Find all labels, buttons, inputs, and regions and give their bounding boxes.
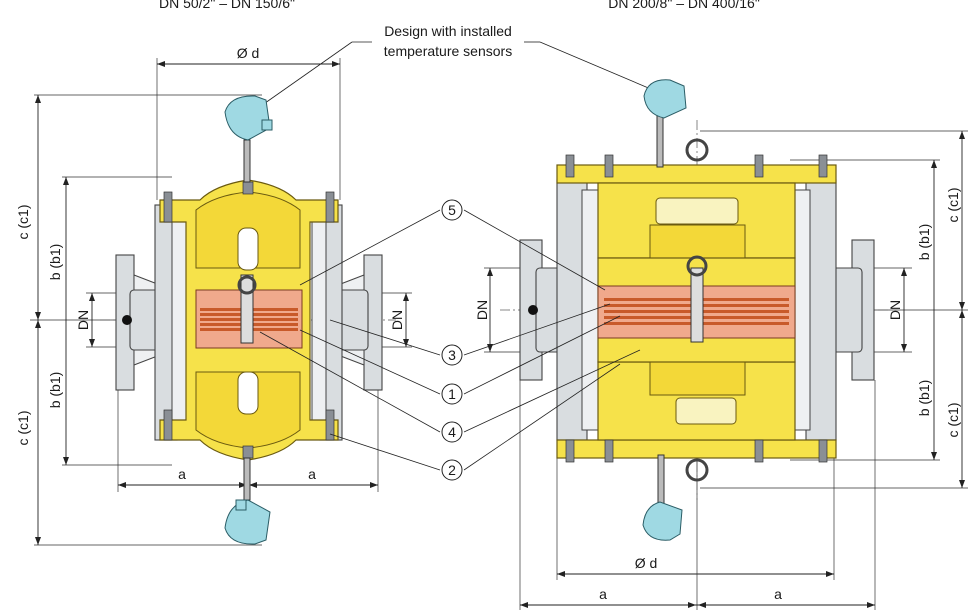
dim-dn-right: DN [887, 300, 903, 320]
position-5-label: 5 [448, 202, 456, 218]
dim-dn-left: DN [75, 310, 91, 330]
dim-b-right-upper: b (b1) [916, 224, 932, 261]
dim-dn-left-view-right: DN [389, 310, 405, 330]
position-3-label: 3 [448, 347, 456, 363]
position-4-label: 4 [448, 424, 456, 440]
right-center-rod [690, 267, 704, 343]
position-4-marker [441, 421, 463, 443]
dim-c-right-upper: c (c1) [945, 188, 961, 223]
right-view-title: DN 200/8" – DN 400/16" [608, 0, 760, 11]
right-bottom-plate [556, 439, 837, 459]
left-view-title: DN 50/2" – DN 150/6" [159, 0, 295, 11]
callout-leader-left [257, 41, 353, 109]
callout-line-2: temperature sensors [384, 43, 512, 59]
position-2-marker [441, 459, 463, 481]
right-outlet-flange [329, 254, 383, 391]
right-bottom-temperature-sensor [642, 454, 683, 541]
position-1-marker [441, 383, 463, 405]
left-top-temperature-sensor [224, 95, 273, 183]
position-3-marker [441, 344, 463, 366]
left-lifting-eye [237, 275, 257, 295]
position-5-marker [441, 199, 463, 221]
right-lifting-eye-top [685, 138, 709, 162]
dim-c-upper: c (c1) [15, 205, 31, 240]
dim-c-right-lower: c (c1) [945, 403, 961, 438]
dim-b-upper: b (b1) [47, 244, 63, 281]
dim-b-lower: b (b1) [47, 372, 63, 409]
position-markers: 5 3 1 4 2 [259, 199, 641, 481]
left-bottom-temperature-sensor [224, 457, 271, 545]
dim-a-right-2: a [774, 586, 782, 602]
dim-dn-right-left: DN [474, 300, 490, 320]
left-center-rod [240, 274, 254, 344]
dim-a-left-2: a [308, 466, 316, 482]
dim-a-right-1: a [599, 586, 607, 602]
position-2-label: 2 [448, 462, 456, 478]
dim-d-left: Ø d [237, 45, 260, 61]
dim-c-lower: c (c1) [15, 411, 31, 446]
position-1-label: 1 [448, 386, 456, 402]
right-top-plate [556, 164, 837, 184]
dim-b-right-lower: b (b1) [916, 380, 932, 417]
sensor-callout: Design with installed temperature sensor… [257, 23, 673, 109]
dim-d-right: Ø d [635, 555, 658, 571]
drain-plug-dot [122, 315, 132, 325]
right-lifting-eye-center [686, 255, 708, 277]
dim-a-left-1: a [178, 466, 186, 482]
right-lifting-eye-bottom [685, 458, 709, 482]
right-top-temperature-sensor [643, 79, 687, 168]
left-view: c (c1) c (c1) b (b1) b (b1) DN Ø d a a [15, 45, 412, 546]
right-view: c (c1) c (c1) b (b1) b (b1) DN DN Ø d [474, 79, 968, 610]
callout-line-1: Design with installed [384, 23, 512, 39]
